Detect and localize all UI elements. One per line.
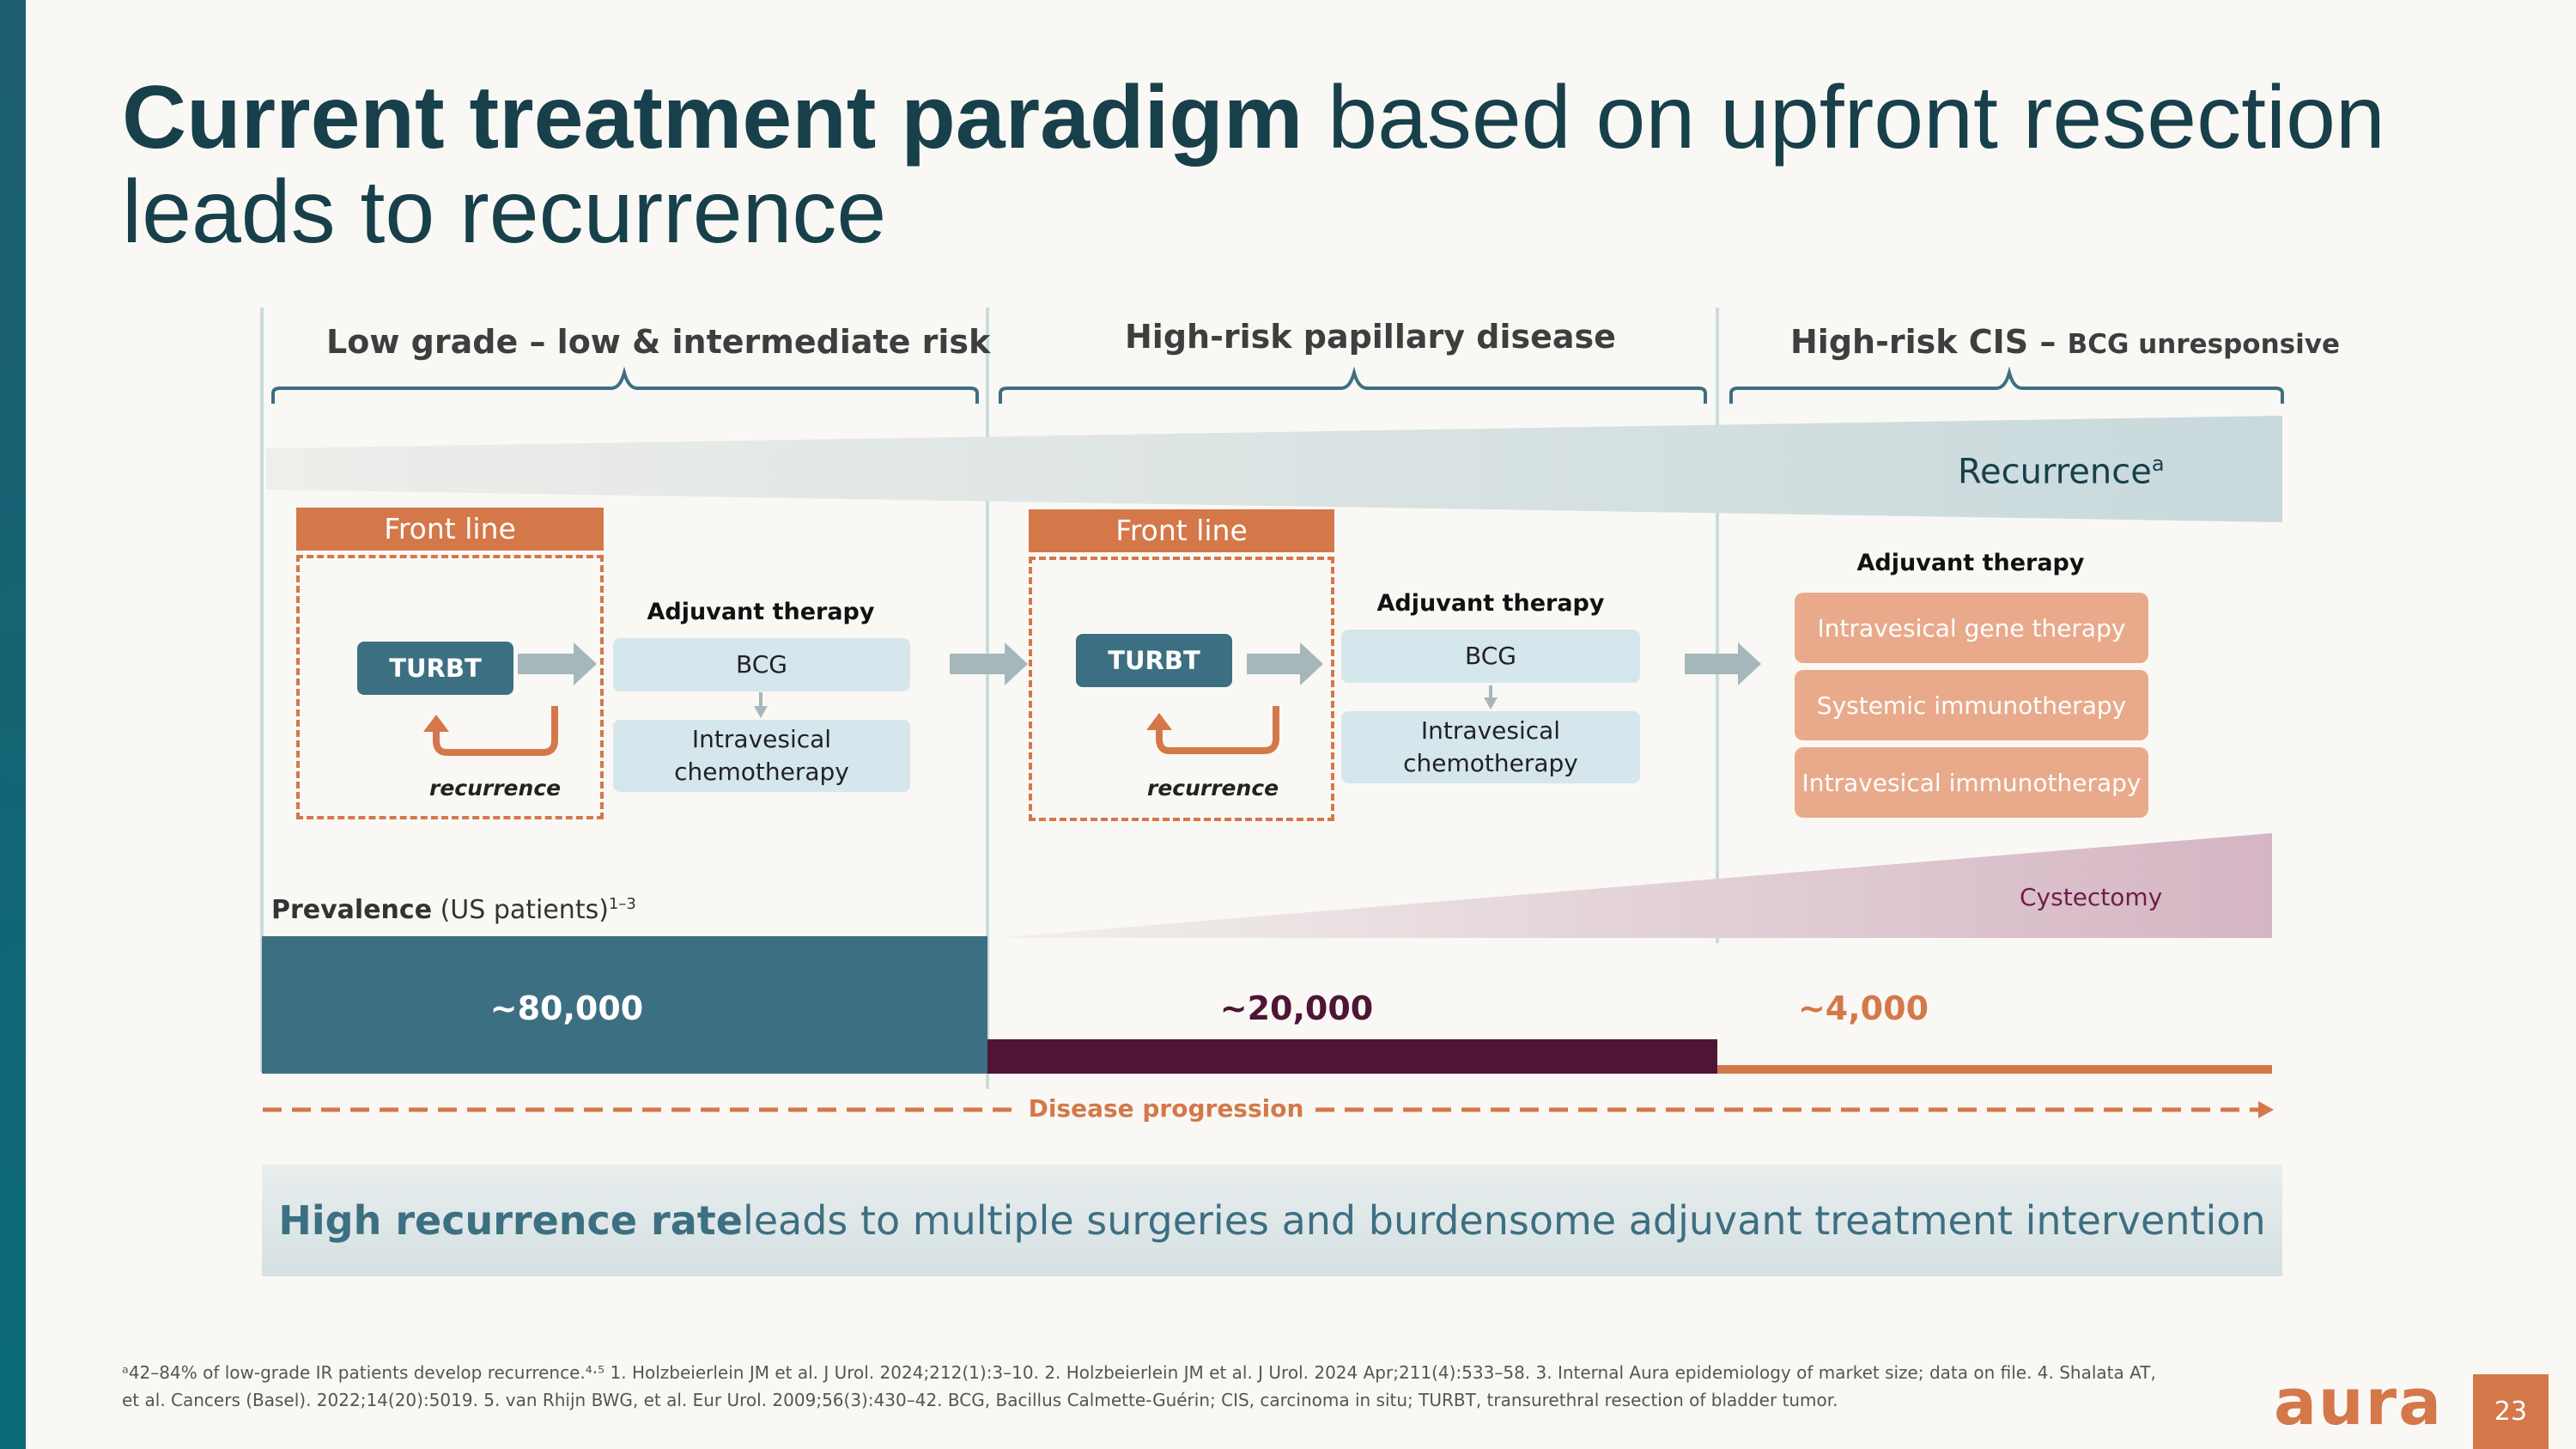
chemo-box-high: Intravesical chemotherapy xyxy=(1341,711,1640,783)
column-header-low: Low grade – low & intermediate risk xyxy=(326,323,991,361)
divider-mid xyxy=(986,307,989,1089)
brace-high xyxy=(999,366,1707,404)
gene-therapy-box: Intravesical gene therapy xyxy=(1795,593,2148,663)
bcg-box-low: BCG xyxy=(613,638,910,691)
recurrence-text-high: recurrence xyxy=(1147,776,1279,801)
left-accent-bar xyxy=(0,0,26,1449)
cystectomy-label: Cystectomy xyxy=(2020,883,2163,911)
prevalence-bar-1 xyxy=(262,936,987,1074)
cis-header-sub: BCG unresponsive xyxy=(2067,329,2340,360)
cystectomy-wedge xyxy=(996,833,2272,938)
bcg-box-high: BCG xyxy=(1341,630,1640,683)
title-rest: based on upfront resection leads to recu… xyxy=(122,68,2385,262)
footnote-line-1: ᵃ42–84% of low-grade IR patients develop… xyxy=(122,1362,2156,1383)
progression-arrowhead xyxy=(2258,1101,2274,1118)
systemic-immunotherapy-box: Systemic immunotherapy xyxy=(1795,670,2148,740)
banner-bold: High recurrence rate xyxy=(278,1197,743,1244)
recurrence-wedge xyxy=(266,416,2282,522)
recurrence-text-low: recurrence xyxy=(429,776,562,801)
key-message-banner: High recurrence rate leads to multiple s… xyxy=(262,1165,2282,1276)
page-number: 23 xyxy=(2473,1374,2549,1449)
front-line-box-low xyxy=(296,555,604,819)
footnotes: ᵃ42–84% of low-grade IR patients develop… xyxy=(122,1359,2217,1414)
aura-logo: aura xyxy=(2274,1366,2444,1440)
intravesical-immunotherapy-box: Intravesical immunotherapy xyxy=(1795,747,2148,818)
disease-progression-label: Disease progression xyxy=(1028,1094,1304,1123)
adjuvant-label-cis: Adjuvant therapy xyxy=(1856,550,2085,576)
prevalence-value-2: ~20,000 xyxy=(1219,989,1374,1027)
front-line-header-low: Front line xyxy=(296,508,604,551)
brace-low xyxy=(271,366,979,404)
prevalence-label: Prevalence (US patients)1–3 xyxy=(271,895,636,925)
column-header-cis: High-risk CIS – BCG unresponsive xyxy=(1790,323,2340,361)
adjuvant-label-high: Adjuvant therapy xyxy=(1376,590,1605,617)
prevalence-value-1: ~80,000 xyxy=(489,989,644,1027)
front-line-box-high xyxy=(1029,557,1334,821)
divider-right xyxy=(1716,307,1719,943)
prevalence-bar-3 xyxy=(1717,1065,2272,1074)
chemo-box-low: Intravesical chemotherapy xyxy=(613,720,910,792)
arrow-turbt-high xyxy=(1247,642,1323,685)
recurrence-label: Recurrencea xyxy=(1958,452,2165,492)
recurrence-loop-high xyxy=(1156,706,1279,754)
prevalence-value-3: ~4,000 xyxy=(1797,989,1929,1027)
banner-rest: leads to multiple surgeries and burdenso… xyxy=(742,1197,2266,1244)
column-header-high: High-risk papillary disease xyxy=(1125,318,1616,356)
title-bold: Current treatment paradigm xyxy=(122,68,1303,167)
turbt-button-low: TURBT xyxy=(357,642,513,695)
adjuvant-label-low: Adjuvant therapy xyxy=(647,599,875,625)
cis-header-main: High-risk CIS – xyxy=(1790,323,2068,361)
recurrence-loop-low xyxy=(433,706,558,756)
arrow-col1-col2 xyxy=(950,642,1028,685)
slide-title: Current treatment paradigm based on upfr… xyxy=(122,70,2440,259)
turbt-button-high: TURBT xyxy=(1076,634,1232,687)
brace-cis xyxy=(1729,366,2284,404)
arrow-col2-col3 xyxy=(1685,642,1761,685)
front-line-header-high: Front line xyxy=(1029,509,1334,552)
footnote-line-2: et al. Cancers (Basel). 2022;14(20):5019… xyxy=(122,1390,1838,1410)
divider-left xyxy=(260,307,264,1072)
arrow-turbt-low xyxy=(518,642,597,685)
prevalence-bar-2 xyxy=(987,1039,1717,1074)
